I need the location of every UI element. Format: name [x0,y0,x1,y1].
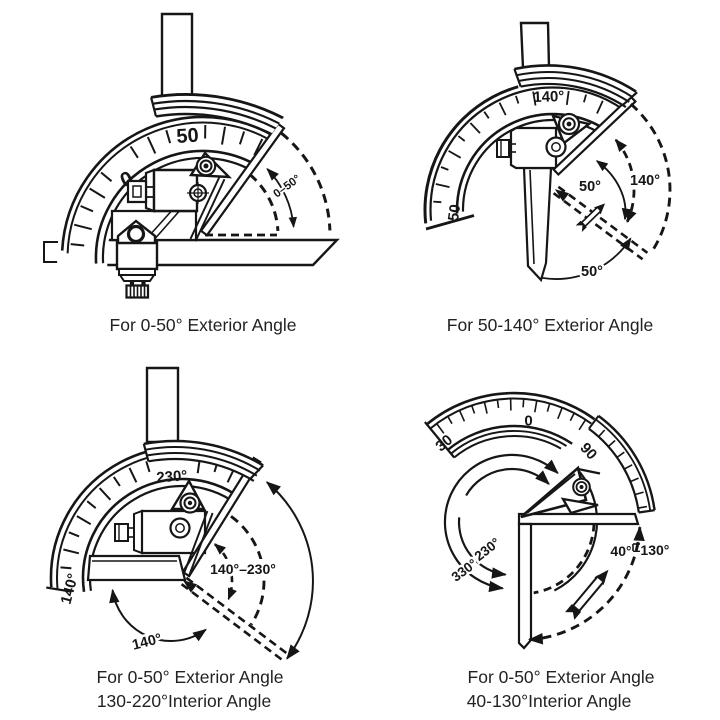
svg-text:For 50-140° Exterior Angle: For 50-140° Exterior Angle [447,315,653,335]
svg-text:For 0-50° Exterior Angle: For 0-50° Exterior Angle [468,667,655,687]
svg-text:140°: 140° [630,173,660,189]
svg-text:130-220°Interior Angle: 130-220°Interior Angle [97,691,271,711]
svg-text:40°: 40° [610,543,631,559]
svg-text:230°: 230° [156,467,188,486]
svg-text:50°: 50° [581,264,603,280]
svg-text:For 0-50° Exterior Angle: For 0-50° Exterior Angle [110,315,297,335]
svg-text:0: 0 [524,412,532,429]
svg-text:For 0-50° Exterior Angle: For 0-50° Exterior Angle [97,667,284,687]
svg-text:40-130°Interior Angle: 40-130°Interior Angle [467,691,632,711]
svg-text:50: 50 [445,203,464,222]
svg-text:140°: 140° [533,88,565,106]
svg-text:50: 50 [176,124,200,147]
svg-text:–130°: –130° [633,542,670,558]
svg-text:50°: 50° [579,179,601,195]
svg-text:140°–230°: 140°–230° [210,561,276,577]
